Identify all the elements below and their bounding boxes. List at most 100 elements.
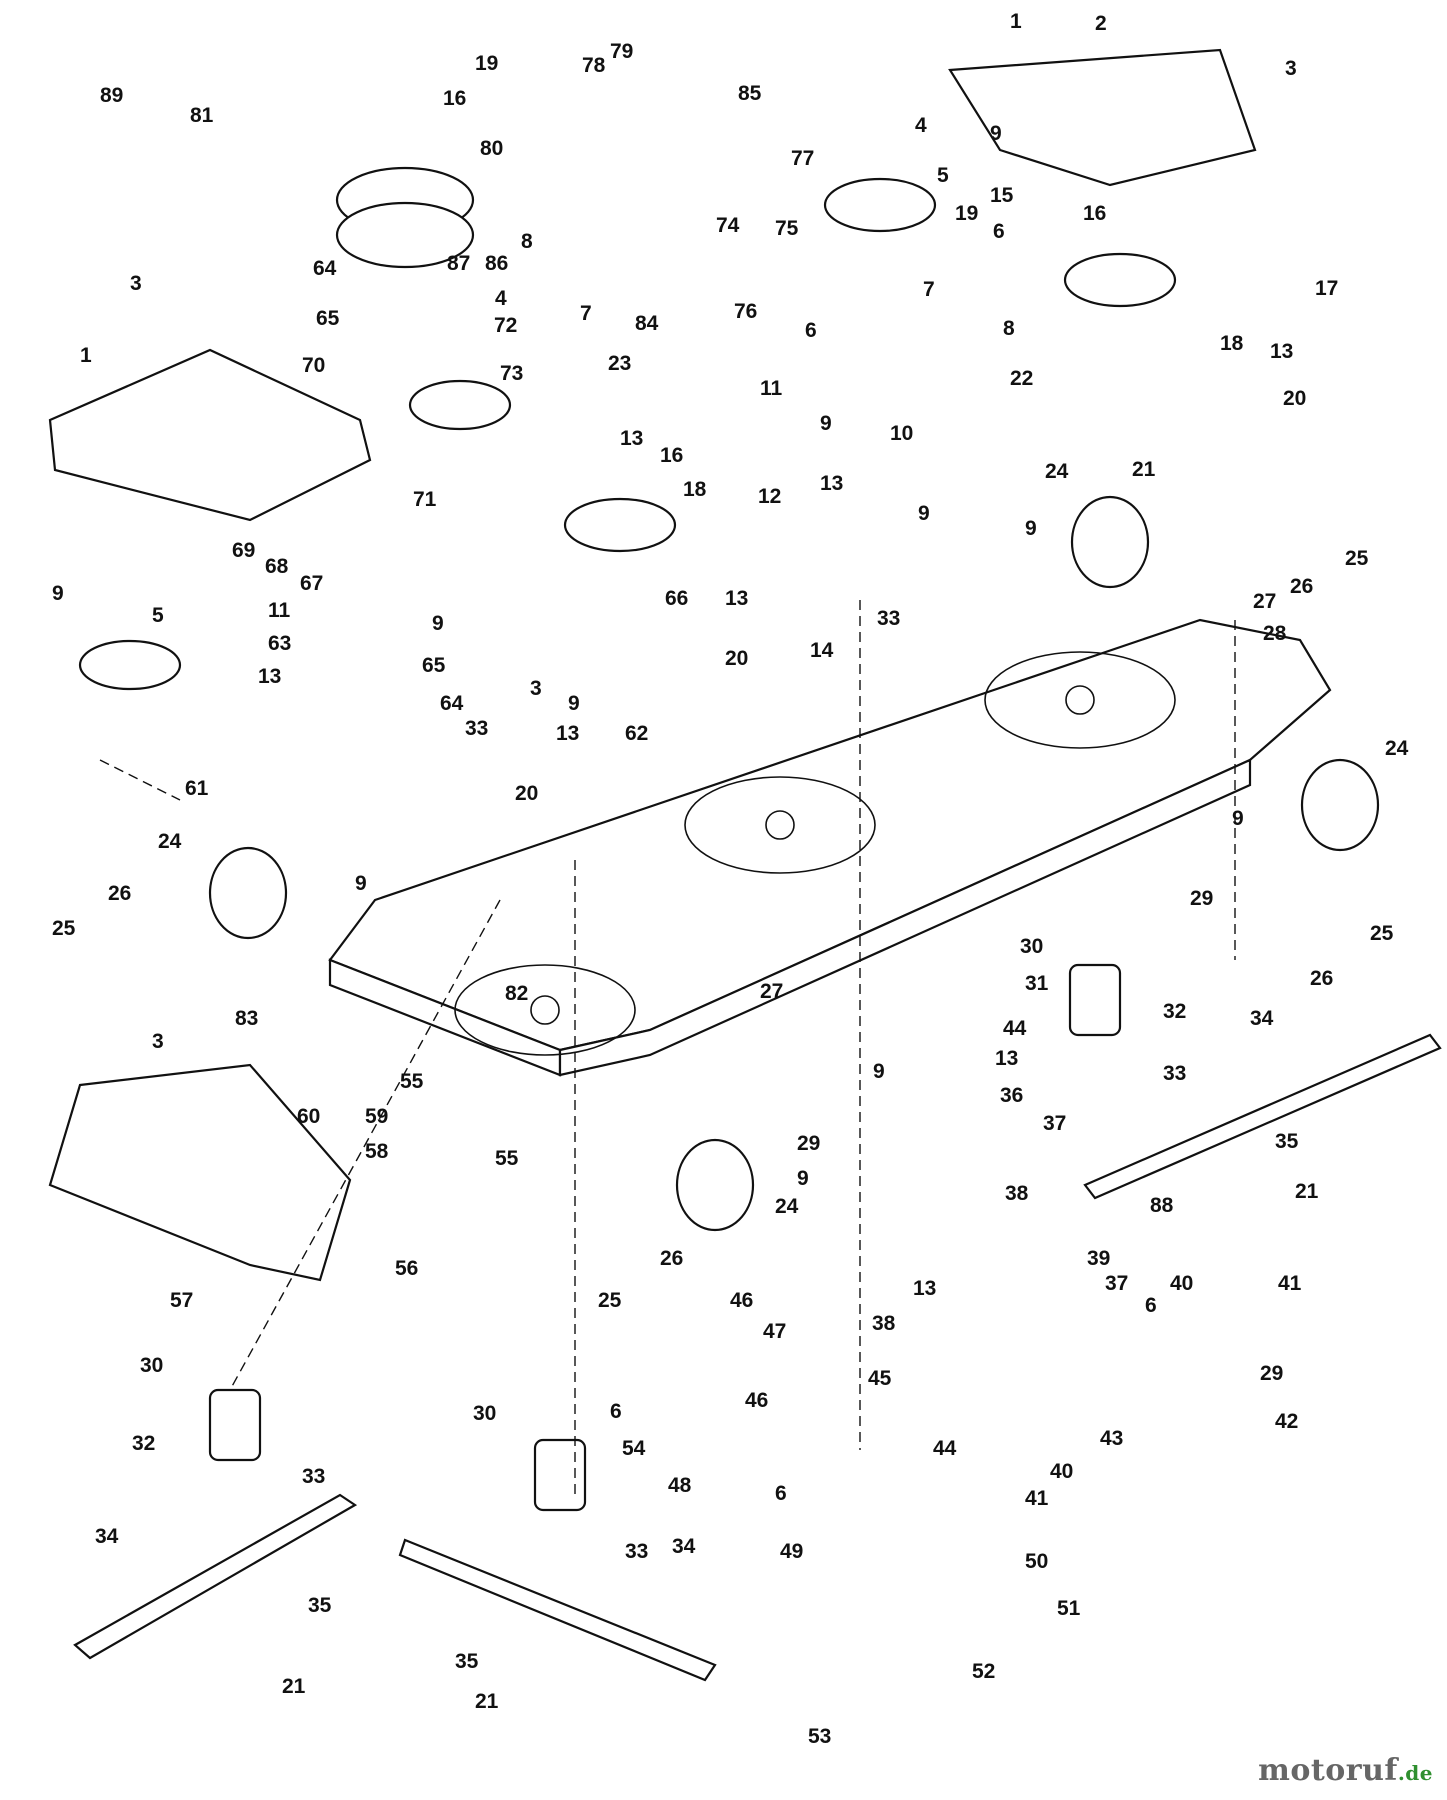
label-66: 66 [665,587,688,610]
label-52: 52 [972,1660,995,1683]
label-44-lower: 44 [933,1437,957,1460]
watermark-tld: .de [1397,1761,1433,1785]
label-5-left: 5 [152,604,164,627]
callout-labels: 89 19 78 79 85 77 16 81 80 87 86 74 75 7… [52,10,1409,1748]
label-13-bracket: 13 [913,1277,936,1300]
label-25-right2: 25 [1370,922,1394,945]
label-60: 60 [297,1105,320,1128]
label-13-mid: 13 [620,427,643,450]
label-58: 58 [365,1140,389,1163]
label-37-lower: 37 [1105,1272,1128,1295]
label-9-mid: 9 [432,612,444,635]
label-81: 81 [190,104,214,127]
label-30-right: 30 [1020,935,1043,958]
label-13-mid3: 13 [556,722,579,745]
label-9-left: 9 [52,582,64,605]
label-62: 62 [625,722,648,745]
label-11-left: 11 [268,599,291,622]
label-31: 31 [1025,972,1049,995]
label-70: 70 [302,354,325,377]
label-38-lower: 38 [872,1312,896,1335]
label-33-center: 33 [877,607,900,630]
label-20-right: 20 [1283,387,1306,410]
label-64-mid: 64 [440,692,464,715]
label-26-right: 26 [1290,575,1313,598]
label-42: 42 [1275,1410,1298,1433]
label-29-right: 29 [1190,887,1213,910]
label-9-center: 9 [820,412,832,435]
label-30-mid: 30 [473,1402,496,1425]
label-32-left: 32 [132,1432,155,1455]
label-44-right: 44 [1003,1017,1027,1040]
label-21-mid: 21 [475,1690,499,1713]
label-65-top: 65 [316,307,340,330]
watermark-logo: motoruf.de [1258,1753,1433,1788]
label-87: 87 [447,252,470,275]
label-85: 85 [738,82,762,105]
label-80: 80 [480,137,503,160]
label-89: 89 [100,84,123,107]
label-18-right: 18 [1220,332,1244,355]
label-9-center2: 9 [918,502,930,525]
label-61: 61 [185,777,209,800]
label-4-mid: 4 [495,287,507,310]
label-9-right2: 9 [1232,807,1244,830]
label-6-lower: 6 [610,1400,622,1423]
label-27-mid: 27 [760,980,783,1003]
label-77: 77 [791,147,814,170]
label-59: 59 [365,1105,388,1128]
label-34-left: 34 [95,1525,119,1548]
label-7-right: 7 [923,278,935,301]
label-6-top: 6 [993,220,1005,243]
label-43: 43 [1100,1427,1123,1450]
label-6-bracket: 6 [1145,1294,1157,1317]
label-21-right2: 21 [1295,1180,1319,1203]
label-33-mid: 33 [465,717,488,740]
label-41-upper: 41 [1278,1272,1302,1295]
label-68: 68 [265,555,289,578]
label-78: 78 [582,54,606,77]
label-17: 17 [1315,277,1338,300]
label-1-top: 1 [1010,10,1022,33]
label-10: 10 [890,422,913,445]
label-8-right: 8 [1003,317,1015,340]
label-16-right: 16 [1083,202,1106,225]
mower-blades [73,1033,1442,1682]
label-49: 49 [780,1540,803,1563]
label-13-lower: 13 [995,1047,1018,1070]
label-25-left: 25 [52,917,76,940]
label-57: 57 [170,1289,193,1312]
label-88: 88 [1150,1194,1174,1217]
mower-deck [328,618,1332,1077]
label-3-lower: 3 [152,1030,164,1053]
label-21-right: 21 [1132,458,1156,481]
label-9-wheel-lower: 9 [797,1167,809,1190]
label-3-top: 3 [1285,57,1297,80]
label-13-right: 13 [1270,340,1293,363]
label-9-top: 9 [990,122,1002,145]
label-53: 53 [808,1725,831,1748]
label-30-left: 30 [140,1354,163,1377]
label-22: 22 [1010,367,1033,390]
label-9-right: 9 [1025,517,1037,540]
label-9-lower: 9 [873,1060,885,1083]
label-20-mid: 20 [725,647,748,670]
label-32-right: 32 [1163,1000,1186,1023]
label-29-bracket: 29 [1260,1362,1283,1385]
label-12: 12 [758,485,781,508]
label-50: 50 [1025,1550,1048,1573]
label-3-mid: 3 [530,677,542,700]
label-2: 2 [1095,12,1107,35]
label-25-right: 25 [1345,547,1369,570]
label-24-left: 24 [158,830,182,853]
label-40-lower: 40 [1050,1460,1073,1483]
label-72: 72 [494,314,517,337]
label-82: 82 [505,982,528,1005]
label-64-top: 64 [313,257,337,280]
label-7-mid: 7 [580,302,592,325]
label-35-mid: 35 [455,1650,479,1673]
label-16: 16 [443,87,466,110]
label-6-mid: 6 [805,319,817,342]
label-48: 48 [668,1474,692,1497]
